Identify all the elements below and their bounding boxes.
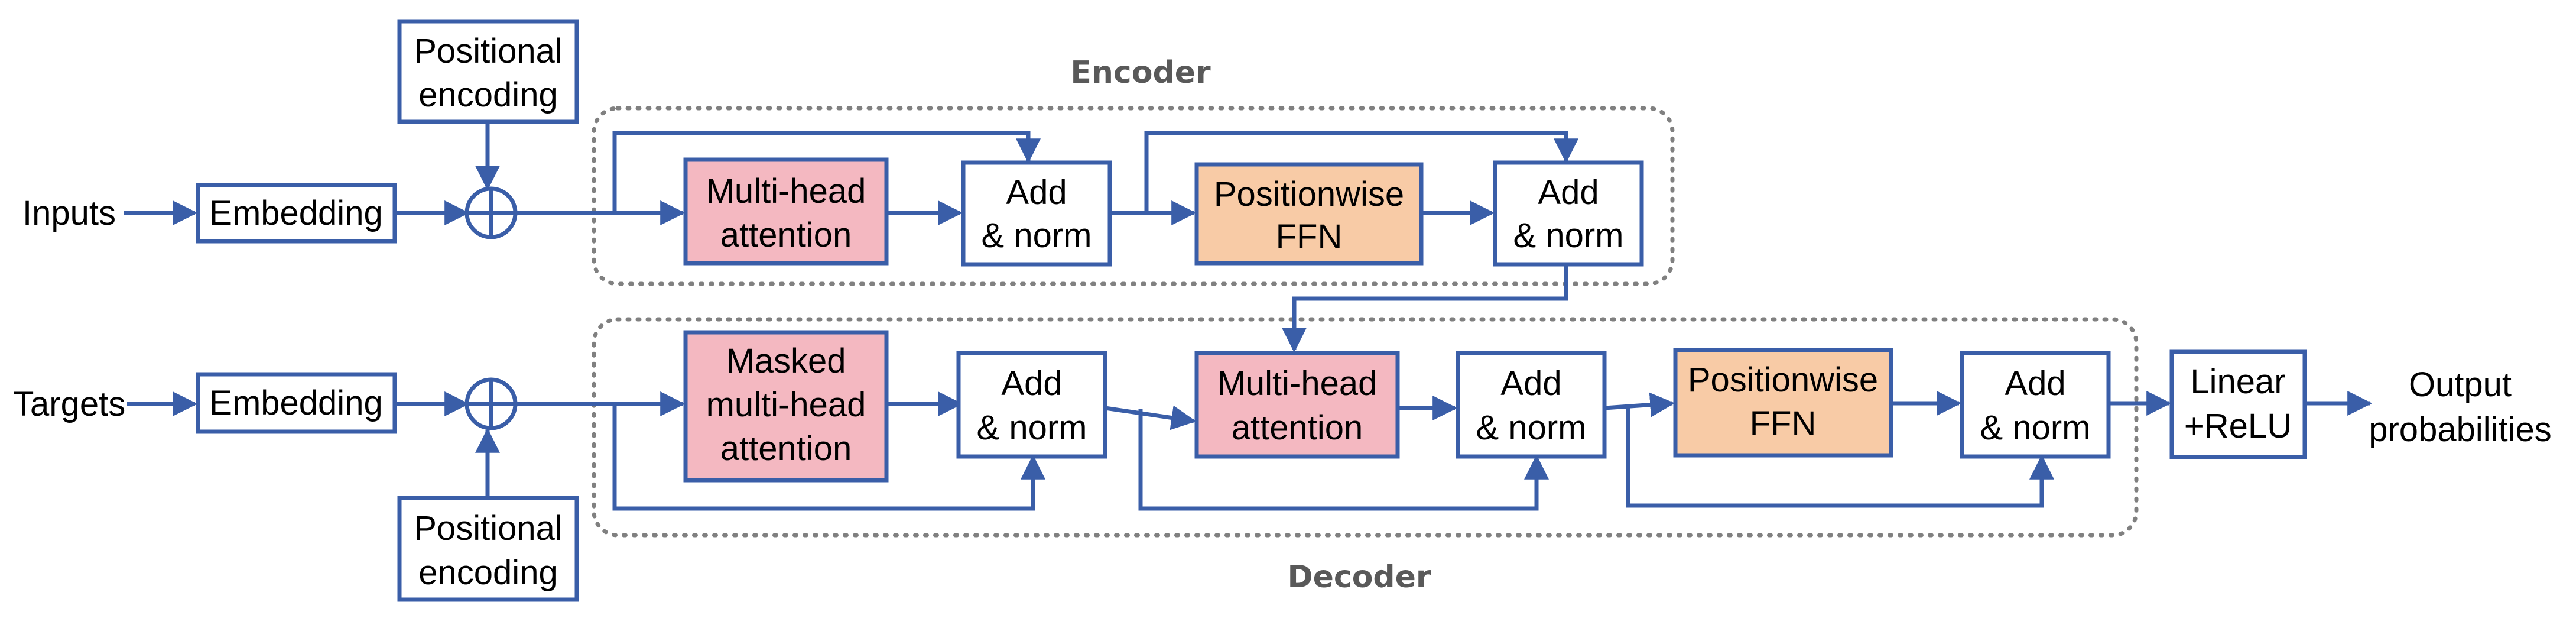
dec-addnorm1-box: Add & norm bbox=[956, 351, 1107, 459]
dec-addnorm2-box: Add & norm bbox=[1456, 351, 1607, 459]
dec-masked-line1: Masked bbox=[726, 342, 846, 380]
linear-line2: +ReLU bbox=[2184, 407, 2292, 445]
enc-embedding-box: Embedding bbox=[196, 183, 397, 244]
dec-embedding-label: Embedding bbox=[209, 384, 382, 422]
dec-addnorm1-line1: Add bbox=[1001, 364, 1062, 403]
dec-addnorm3-line2: & norm bbox=[1980, 409, 2091, 447]
output-label-line2: probabilities bbox=[2369, 410, 2552, 449]
dec-addnorm3-line1: Add bbox=[2005, 364, 2065, 403]
dec-masked-line2: multi-head bbox=[706, 386, 866, 424]
inputs-label: Inputs bbox=[22, 194, 116, 232]
enc-addnorm2-line1: Add bbox=[1538, 173, 1599, 212]
enc-ffn-box: Positionwise FFN bbox=[1194, 162, 1424, 266]
dec-addnorm2-line2: & norm bbox=[1476, 409, 1587, 447]
enc-posenc-box: Positional encoding bbox=[397, 19, 579, 124]
linear-relu-box: Linear +ReLU bbox=[2169, 349, 2307, 459]
encoder-group bbox=[592, 106, 1675, 286]
enc-mha-line2: attention bbox=[720, 216, 852, 254]
dec-posenc-line2: encoding bbox=[418, 553, 557, 592]
addnorm-to-mha-arrow bbox=[1105, 405, 1197, 430]
dec-addnorm3-box: Add & norm bbox=[1960, 351, 2111, 459]
linear-line1: Linear bbox=[2190, 362, 2285, 401]
dec-mha-line1: Multi-head bbox=[1217, 364, 1378, 403]
enc-mha-box: Multi-head attention bbox=[683, 157, 889, 266]
dec-ffn-box: Positionwise FFN bbox=[1673, 348, 1893, 458]
decoder-label: Decoder bbox=[1287, 559, 1431, 595]
output-label-line1: Output bbox=[2409, 365, 2512, 404]
decoder-group bbox=[592, 317, 2139, 538]
decoder-sum-node bbox=[464, 377, 518, 430]
encoder-residual-1 bbox=[612, 131, 1041, 213]
encoder-residual-2 bbox=[1144, 131, 1578, 213]
dec-posenc-line1: Positional bbox=[414, 509, 562, 548]
dec-masked-line3: attention bbox=[720, 429, 852, 468]
dec-addnorm1-line2: & norm bbox=[977, 409, 1087, 447]
enc-posenc-line2: encoding bbox=[418, 76, 557, 114]
encoder-to-decoder-arrow bbox=[1282, 264, 1568, 353]
targets-label: Targets bbox=[13, 385, 125, 423]
dec-mha-line2: attention bbox=[1232, 409, 1363, 447]
dec-posenc-box: Positional encoding bbox=[397, 496, 579, 602]
enc-addnorm2-box: Add & norm bbox=[1493, 160, 1644, 267]
dec-addnorm2-line1: Add bbox=[1500, 364, 1561, 403]
addnorm2-to-ffn-arrow bbox=[1604, 392, 1675, 417]
decoder-residual-3 bbox=[1626, 405, 2054, 508]
decoder-residual-2 bbox=[1138, 409, 1549, 511]
enc-addnorm1-line2: & norm bbox=[982, 216, 1092, 255]
enc-ffn-line1: Positionwise bbox=[1214, 175, 1404, 213]
dec-embedding-box: Embedding bbox=[196, 372, 397, 434]
dec-masked-mha-box: Masked multi-head attention bbox=[683, 330, 889, 483]
connections bbox=[124, 122, 2373, 511]
dec-ffn-line2: FFN bbox=[1750, 404, 1817, 443]
enc-mha-line1: Multi-head bbox=[706, 172, 866, 211]
dec-ffn-line1: Positionwise bbox=[1688, 361, 1878, 399]
enc-addnorm1-box: Add & norm bbox=[961, 160, 1112, 267]
enc-addnorm2-line2: & norm bbox=[1513, 216, 1624, 255]
enc-addnorm1-line1: Add bbox=[1006, 173, 1067, 212]
encoder-sum-node bbox=[464, 186, 518, 239]
encoder-label: Encoder bbox=[1070, 55, 1211, 90]
enc-ffn-line2: FFN bbox=[1276, 218, 1343, 256]
decoder-residual-1 bbox=[612, 404, 1045, 511]
enc-embedding-label: Embedding bbox=[209, 194, 382, 232]
enc-posenc-line1: Positional bbox=[414, 32, 562, 70]
dec-mha-box: Multi-head attention bbox=[1194, 351, 1400, 459]
